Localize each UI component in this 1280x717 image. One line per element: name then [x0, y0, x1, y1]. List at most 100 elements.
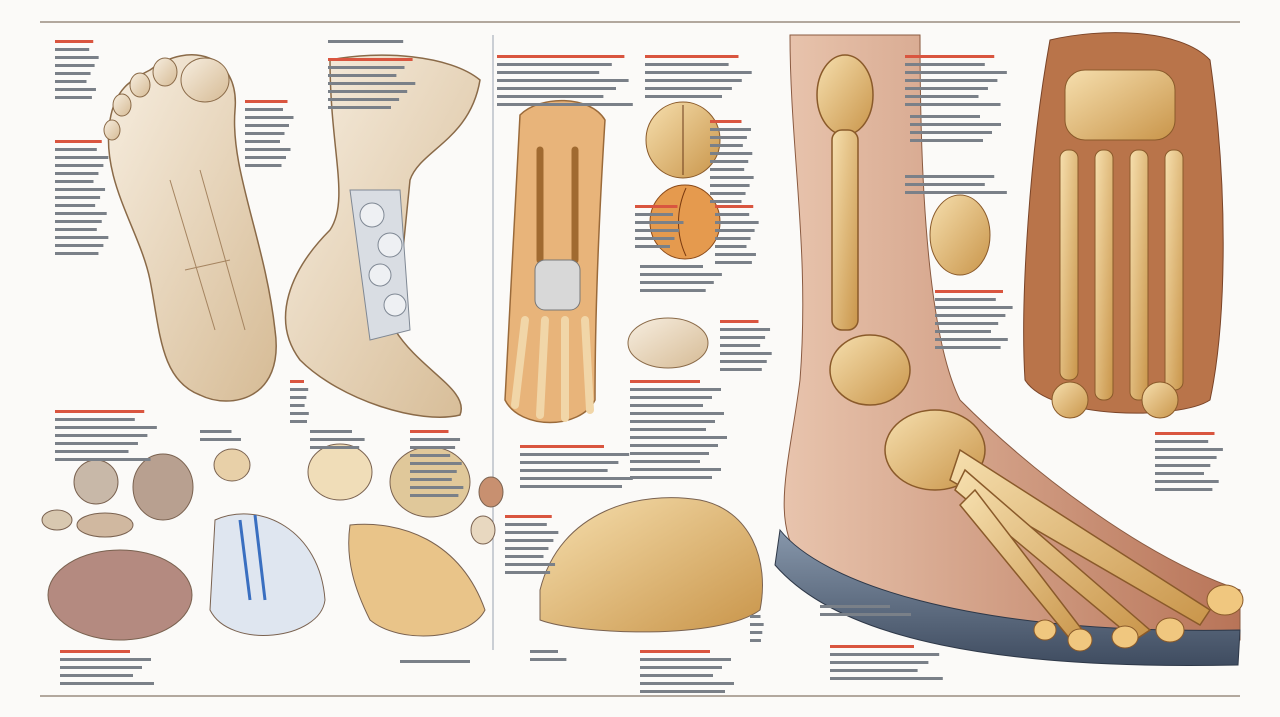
caption-line: [410, 478, 452, 481]
caption-line: [905, 175, 995, 178]
caption-line: [710, 128, 751, 131]
caption-line: [55, 244, 104, 247]
caption-line: [720, 320, 759, 323]
caption-line: [720, 352, 772, 355]
caption-line: [935, 338, 1008, 341]
caption-line: [715, 229, 755, 232]
tarsal-bone-samples: [41, 443, 763, 641]
caption-line: [630, 460, 700, 463]
caption-line: [55, 236, 109, 239]
caption-line: [1155, 456, 1217, 459]
caption-line: [497, 95, 604, 98]
caption-line: [505, 539, 554, 542]
caption-line: [635, 237, 675, 240]
caption-line: [497, 87, 616, 90]
caption-line: [720, 336, 766, 339]
caption-line: [55, 88, 96, 91]
caption-line: [910, 131, 992, 134]
foot-sole-view: [103, 54, 277, 402]
caption-line: [1155, 440, 1209, 443]
caption-line: [750, 615, 761, 618]
caption-line: [640, 281, 714, 284]
caption-line: [505, 523, 547, 526]
caption-line: [55, 220, 102, 223]
caption-line: [410, 486, 464, 489]
caption-line: [290, 404, 305, 407]
caption-line: [1155, 472, 1204, 475]
caption-line: [310, 430, 352, 433]
caption-line: [55, 426, 157, 429]
caption-line: [55, 410, 145, 413]
caption-line: [1155, 448, 1223, 451]
caption-line: [640, 690, 725, 693]
caption-line: [60, 674, 133, 677]
caption-line: [830, 645, 914, 648]
caption-line: [505, 531, 559, 534]
caption-line: [55, 228, 97, 231]
caption-line: [520, 445, 604, 448]
caption-line: [640, 289, 706, 292]
caption-line: [720, 328, 771, 331]
caption-line: [505, 515, 552, 518]
caption-line: [935, 290, 1003, 293]
caption-line: [905, 79, 998, 82]
caption-line: [830, 677, 943, 680]
caption-line: [935, 346, 1001, 349]
caption-line: [630, 420, 715, 423]
caption-line: [245, 156, 286, 159]
sesamoid-ovals: [627, 101, 721, 369]
caption-line: [645, 63, 729, 66]
caption-line: [715, 245, 747, 248]
caption-line: [710, 144, 743, 147]
caption-line: [630, 468, 721, 471]
caption-line: [497, 79, 629, 82]
caption-line: [410, 494, 459, 497]
caption-line: [935, 306, 1013, 309]
caption-line: [645, 87, 732, 90]
caption-line: [60, 650, 130, 653]
caption-line: [710, 176, 754, 179]
caption-line: [55, 442, 138, 445]
label-text-blocks: [55, 40, 1223, 693]
caption-line: [710, 200, 742, 203]
caption-line: [290, 420, 307, 423]
caption-line: [1155, 480, 1219, 483]
caption-line: [55, 96, 92, 99]
caption-line: [935, 314, 1006, 317]
caption-line: [635, 245, 670, 248]
caption-line: [328, 58, 413, 61]
caption-line: [245, 164, 282, 167]
caption-line: [935, 330, 991, 333]
caption-line: [55, 80, 87, 83]
foot-skeleton-plantar: [929, 32, 1224, 419]
caption-line: [55, 434, 148, 437]
caption-line: [830, 653, 940, 656]
caption-line: [630, 436, 727, 439]
caption-line: [640, 650, 710, 653]
caption-line: [328, 66, 405, 69]
caption-line: [328, 106, 391, 109]
caption-line: [635, 221, 684, 224]
caption-line: [905, 95, 979, 98]
caption-line: [505, 563, 556, 566]
caption-line: [905, 63, 985, 66]
caption-line: [715, 253, 756, 256]
caption-line: [520, 461, 619, 464]
caption-line: [410, 430, 449, 433]
caption-line: [630, 388, 721, 391]
caption-line: [630, 396, 712, 399]
caption-line: [910, 123, 1001, 126]
caption-line: [820, 605, 890, 608]
caption-line: [630, 404, 703, 407]
caption-line: [245, 124, 289, 127]
caption-line: [630, 476, 712, 479]
caption-line: [710, 168, 745, 171]
caption-line: [200, 430, 232, 433]
caption-line: [245, 108, 283, 111]
caption-line: [55, 418, 135, 421]
caption-line: [905, 87, 988, 90]
caption-line: [328, 74, 397, 77]
caption-line: [520, 469, 608, 472]
caption-line: [645, 55, 739, 58]
